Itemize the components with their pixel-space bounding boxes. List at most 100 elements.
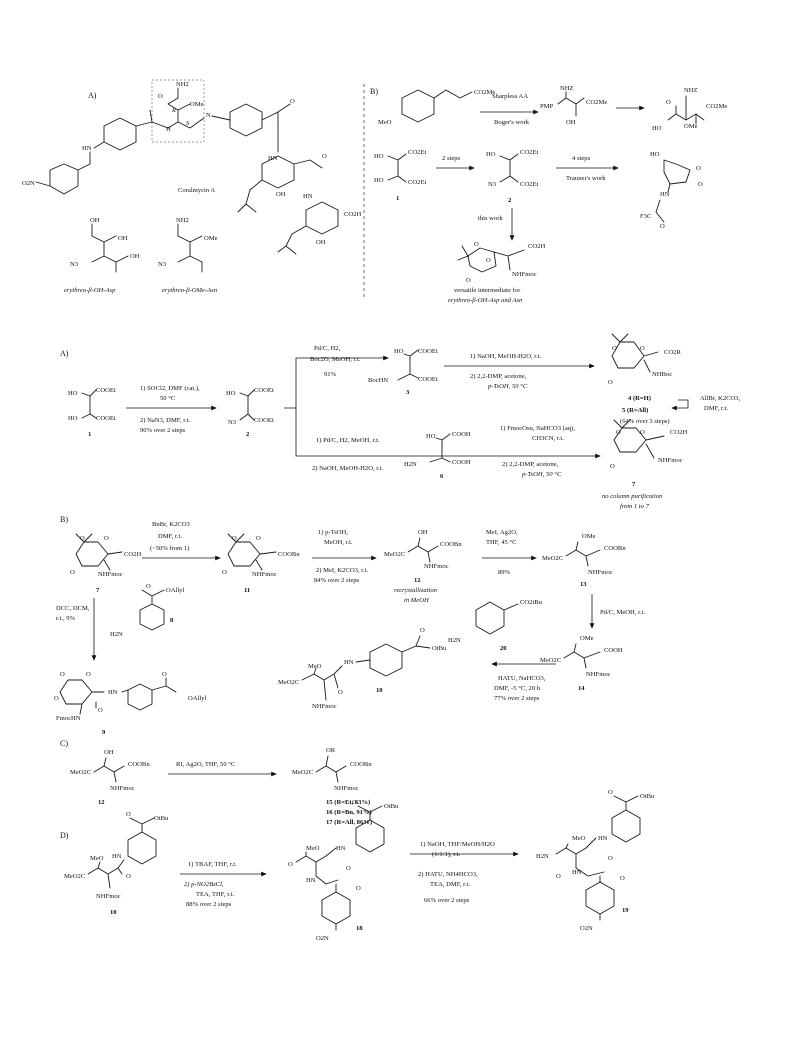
scheme-b-cmpd8: O OAllyl H2N 8	[110, 583, 184, 638]
cp-or: OR	[326, 747, 336, 754]
b13-meo2c: MeO2C	[542, 555, 564, 562]
acet-o2: O	[486, 257, 491, 264]
frag1-oh1: OH	[90, 217, 100, 224]
azide-n3: N3	[488, 181, 497, 188]
acet-nhfmoc: NHFmoc	[512, 271, 537, 278]
cond67-l1: 1) FmocOsu, NaHCO3 (aq),	[500, 425, 575, 432]
a1-ho2: HO	[68, 415, 78, 422]
a1-num: 1	[88, 431, 91, 438]
b10-num: 10	[376, 687, 383, 694]
frag1-oh3: OH	[130, 253, 140, 260]
a1-ho1: HO	[68, 390, 78, 397]
azide-ho: HO	[486, 151, 496, 158]
cond1018-l1: 1) TBAF, THF, r.t.	[188, 861, 237, 868]
b9-o1: O	[60, 671, 65, 678]
note12-l2: in MeOH	[404, 597, 430, 604]
frag2-nh2: NH2	[176, 217, 189, 224]
a6-cooh1: COOH	[452, 431, 471, 438]
tart-co2et2: CO2Et	[408, 179, 426, 186]
int1-oh: OH	[566, 119, 576, 126]
a2-cooet1: COOEt	[254, 387, 274, 394]
cond1819-l3: 2) HATU, NH4HCO3,	[418, 871, 478, 878]
coral-oh2: OH	[316, 239, 326, 246]
cond-sharpless: Sharpless AA	[492, 93, 528, 100]
int1-co2me: CO2Me	[586, 99, 607, 106]
a4-o3: O	[608, 379, 613, 386]
coral-nh2: NH2	[176, 81, 189, 88]
lac-o3: O	[660, 223, 665, 230]
b13-nhfmoc: NHFmoc	[588, 569, 613, 576]
cond-low-l1: 1) Pd/C, H2, MeOH, r.t.	[316, 437, 380, 444]
scheme-b-cmpd9: O O HN O OAllyl FmocHN O O 9	[54, 671, 206, 736]
d19-h2n: H2N	[536, 853, 549, 860]
acet-o1: O	[474, 241, 479, 248]
sm-meo: MeO	[378, 119, 392, 126]
a3-bochn: BocHN	[368, 377, 388, 384]
a5-num: 5 (R=All)	[622, 407, 648, 414]
c12-nhfmoc: NHFmoc	[110, 785, 135, 792]
b12-oh: OH	[418, 529, 428, 536]
a6-h2n: H2N	[404, 461, 417, 468]
coral-hn1: HN	[82, 145, 92, 152]
b14-num: 14	[578, 685, 585, 692]
coral-hn3: HN	[303, 193, 313, 200]
note7-l2: from 1 to 7	[620, 503, 650, 510]
c12-meo2c: MeO2C	[70, 769, 92, 776]
scheme-d-cmpd10: O OtBu MeO HN O MeO2C NHFmoc 10	[64, 811, 169, 916]
cond45-l1: AllBr, K2CO3,	[700, 395, 741, 402]
c12-oh: OH	[104, 749, 114, 756]
cond-2steps: 2 steps	[442, 155, 461, 162]
cond1819-l5: 66% over 2 steps	[424, 897, 470, 904]
a7-co2h: CO2H	[670, 429, 687, 436]
a4-o1: O	[612, 345, 617, 352]
b7-num: 7	[96, 587, 100, 594]
b10-nhfmoc: NHFmoc	[312, 703, 337, 710]
cond1112-l3: 2) MeI, K2CO3, r.t.	[316, 567, 369, 574]
b12-meo2c: MeO2C	[384, 551, 406, 558]
b11-o2: O	[256, 535, 261, 542]
b8-o: O	[146, 583, 151, 590]
d10-hn: HN	[112, 853, 122, 860]
cond79-l1: DCC, DCM,	[56, 605, 90, 612]
panel-label-d: D)	[60, 831, 69, 840]
coral-o2n: O2N	[22, 180, 35, 187]
result-15: 15 (R=Et, 63%)	[326, 799, 370, 806]
coral-ome: OMe	[190, 101, 204, 108]
a2-n3: N3	[228, 419, 237, 426]
cond1018-l2: 2) p-NO2BzCl,	[184, 881, 224, 888]
b8-oallyl: OAllyl	[166, 587, 184, 594]
a4-co2r: CO2R	[664, 349, 681, 356]
scheme-a-cmpd2: HO N3 COOEt COOEt 2	[226, 387, 274, 438]
a6-ho: HO	[426, 433, 436, 440]
cond67-l2: CH3CN, r.t.	[532, 435, 564, 442]
b9-o5: O	[162, 671, 167, 678]
cond1314: Pd/C, MeOH, r.t.	[600, 609, 645, 616]
scheme-b-cmpd7: O O CO2H NHFmoc O 7	[70, 533, 141, 594]
scheme-a-cmpd1: HO HO COOEt COOEt 1	[68, 387, 116, 438]
d19-num: 19	[622, 907, 629, 914]
d18-otbu: OtBu	[384, 803, 399, 810]
tart-co2et1: CO2Et	[408, 149, 426, 156]
d19-otbu: OtBu	[640, 793, 655, 800]
d19-meo: MeO	[572, 835, 586, 842]
scheme-b-cmpd12: OH MeO2C COOBn NHFmoc 12	[384, 529, 462, 584]
panel-label-top-a: A)	[88, 91, 97, 100]
b10-o1: O	[338, 689, 343, 696]
prod1-nhz: NHZ	[684, 87, 698, 94]
a7-num: 7	[632, 481, 636, 488]
scheme-c-cmpd12: OH MeO2C COOBn NHFmoc 12	[70, 749, 150, 806]
coral-o2: O	[290, 98, 295, 105]
b10-hn: HN	[344, 659, 354, 666]
a3-cooet2: COOEt	[418, 376, 438, 383]
b10-otbu: OtBu	[432, 645, 447, 652]
acet-co2h: CO2H	[528, 243, 545, 250]
scheme-b-cmpd11: O O COOBn NHFmoc O 11	[222, 533, 300, 594]
b7-nhfmoc: NHFmoc	[98, 571, 123, 578]
b11-coobn: COOBn	[278, 551, 300, 558]
cond1819-l1: 1) NaOH, THF/MeOH/H2O	[420, 841, 495, 848]
cond-up-l1: Pd/C, H2,	[314, 345, 341, 352]
coral-oh1: OH	[276, 191, 286, 198]
cond-up-l2: Boc2O, MeOH, r.t.	[310, 356, 361, 363]
note7-l1: no column purification	[602, 493, 663, 500]
cond1213-l1: MeI, Ag2O,	[486, 529, 518, 536]
